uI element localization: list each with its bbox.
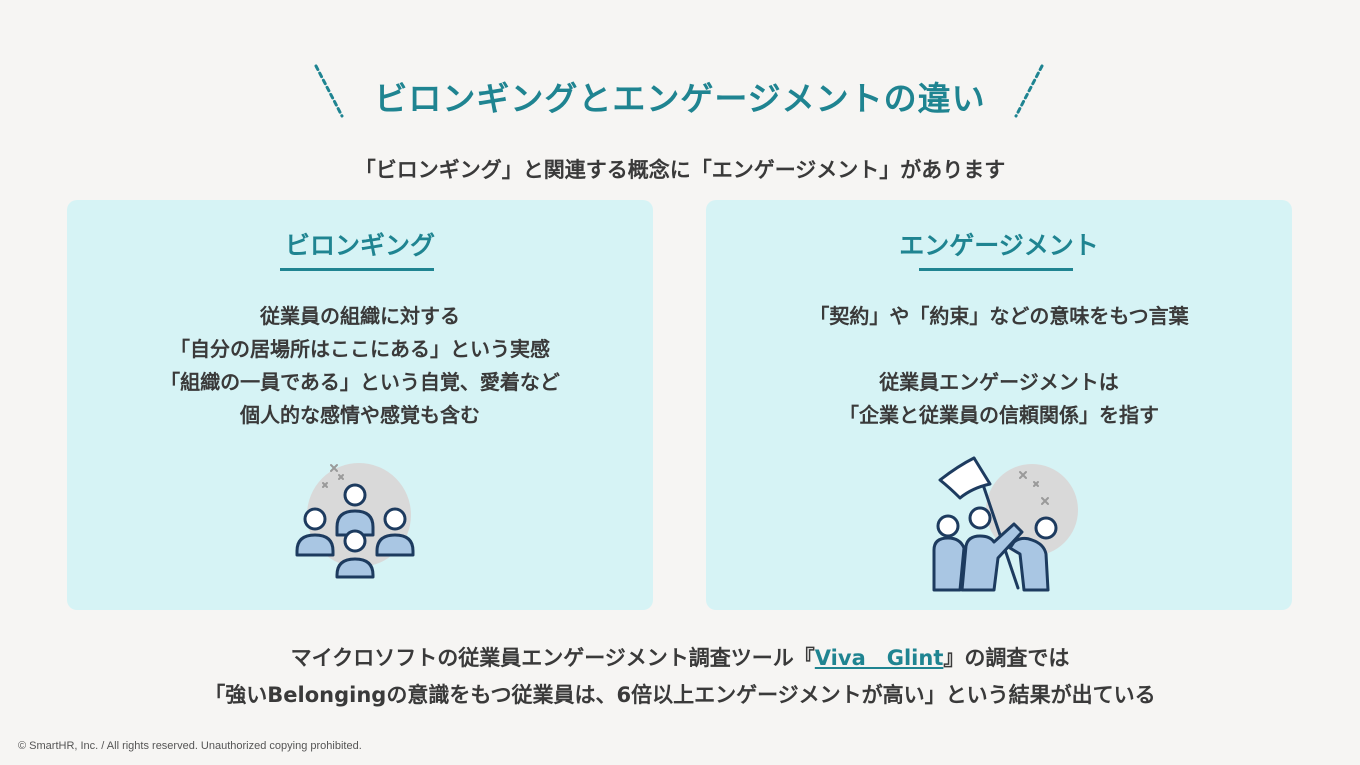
engagement-line: 「企業と従業員の信頼関係」を指す [839,403,1159,427]
belonging-line: 個人的な感情や感覚も含む [240,403,480,427]
engagement-description: 「契約」や「約束」などの意味をもつ言葉 従業員エンゲージメントは 「企業と従業員… [706,300,1292,432]
page-subtitle: 「ビロンギング」と関連する概念に「エンゲージメント」があります [354,158,1006,182]
page-title: ビロンギングとエンゲージメントの違い [374,79,986,118]
engagement-heading: エンゲージメント [899,231,1099,260]
engagement-card: エンゲージメント 「契約」や「約束」などの意味をもつ言葉 従業員エンゲージメント… [706,200,1292,610]
footer-line-2: 「強いBelongingの意識をもつ従業員は、6倍以上エンゲージメントが高い」と… [204,683,1156,707]
belonging-heading: ビロンギング [284,231,435,260]
heading-underline [919,268,1073,271]
copyright-notice: © SmartHR, Inc. / All rights reserved. U… [18,740,362,752]
footer-note: マイクロソフトの従業員エンゲージメント調査ツール『Viva Glint』の調査で… [0,640,1360,714]
engagement-line: 「契約」や「約束」などの意味をもつ言葉 [809,304,1189,328]
engagement-line: 従業員エンゲージメントは [879,370,1119,394]
heading-underline [280,268,434,271]
people-group-icon [295,463,415,579]
footer-line-1: マイクロソフトの従業員エンゲージメント調査ツール『Viva Glint』の調査で… [0,640,1360,677]
footer-text: マイクロソフトの従業員エンゲージメント調査ツール『 [290,646,815,670]
dash-decoration-right-icon [1014,64,1044,118]
dash-decoration-left-icon [314,64,344,118]
belonging-line: 従業員の組織に対する [260,304,460,328]
team-flag-icon [932,456,1078,592]
belonging-card: ビロンギング 従業員の組織に対する 「自分の居場所はここにある」という実感 「組… [67,200,653,610]
belonging-description: 従業員の組織に対する 「自分の居場所はここにある」という実感 「組織の一員である… [67,300,653,432]
title-area: ビロンギングとエンゲージメントの違い [0,62,1360,122]
viva-glint-link[interactable]: Viva Glint [814,646,944,670]
footer-text: 』の調査では [943,646,1070,670]
belonging-line: 「自分の居場所はここにある」という実感 [170,337,550,361]
belonging-line: 「組織の一員である」という自覚、愛着など [160,370,560,394]
spacer [706,333,1292,366]
